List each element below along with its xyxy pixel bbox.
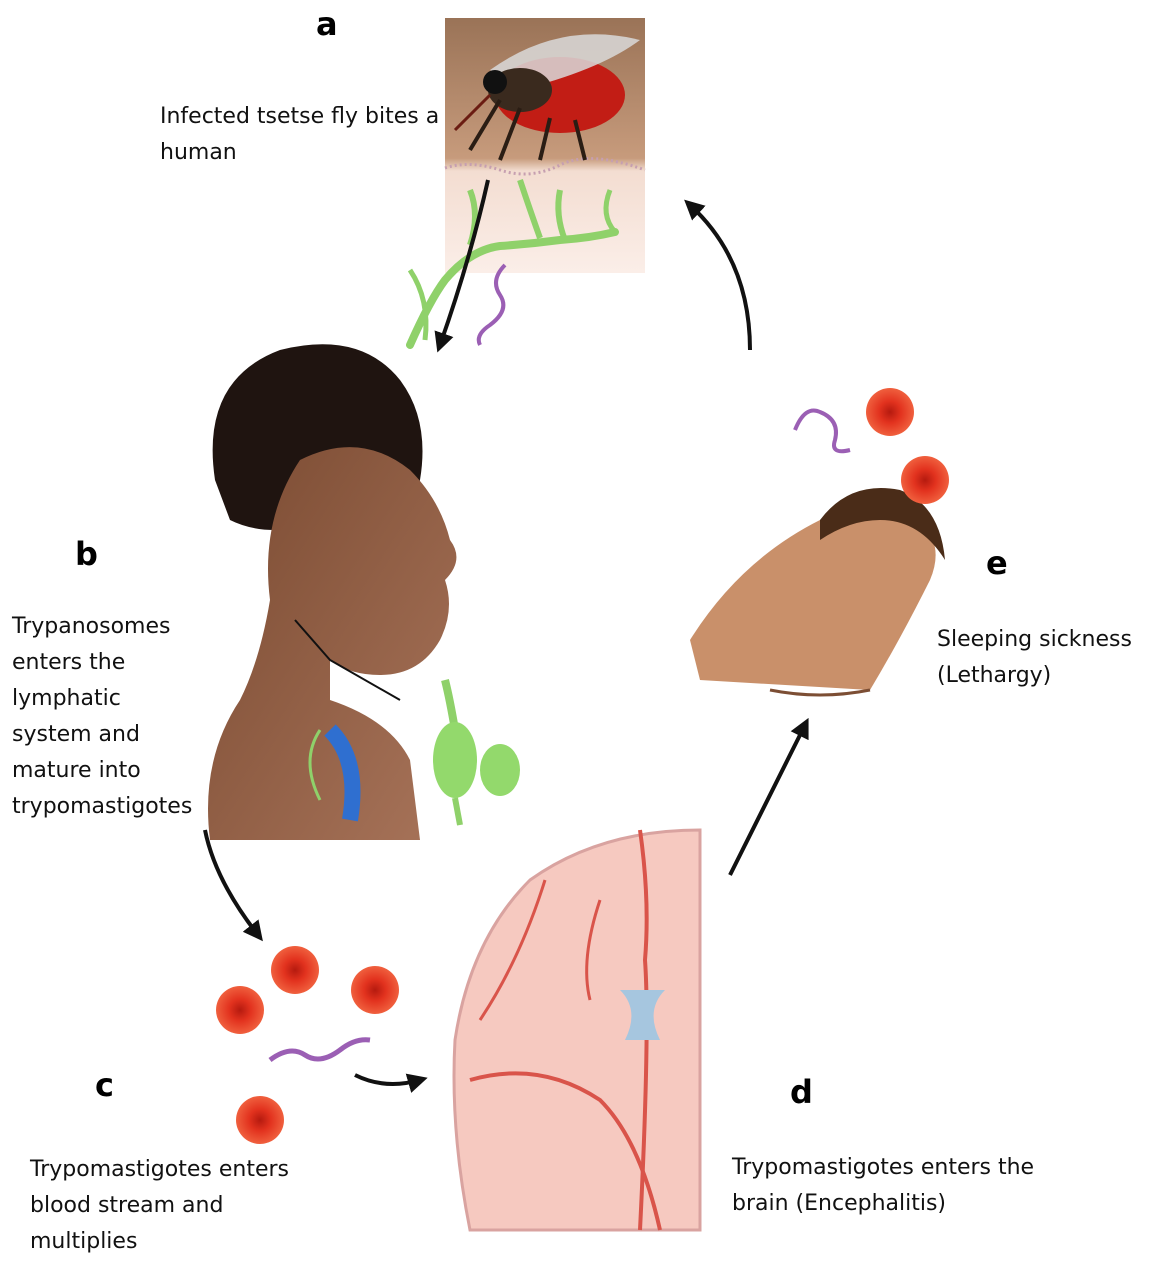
stage-label-d: d xyxy=(790,1076,813,1108)
stage-caption-d: Trypomastigotes enters the brain (Enceph… xyxy=(732,1150,1034,1222)
red-blood-cell-icon xyxy=(866,388,949,504)
stage-caption-e: Sleeping sickness (Lethargy) xyxy=(937,622,1132,694)
woman-profile-icon xyxy=(208,344,456,840)
stage-label-a: a xyxy=(316,8,338,40)
caption-line: (Lethargy) xyxy=(937,658,1132,694)
caption-line: Sleeping sickness xyxy=(937,622,1132,658)
trypanosome-icon xyxy=(795,410,850,451)
caption-line: Trypomastigotes enters the xyxy=(732,1150,1034,1186)
trypanosome-icon xyxy=(270,1040,370,1060)
stage-label-e: e xyxy=(986,547,1008,579)
caption-line: mature into xyxy=(12,753,192,789)
caption-line: Trypanosomes xyxy=(12,609,192,645)
caption-line: brain (Encephalitis) xyxy=(732,1186,1034,1222)
caption-line: trypomastigotes xyxy=(12,789,192,825)
cycle-arrow-icon xyxy=(690,205,750,350)
stage-label-c: c xyxy=(95,1069,114,1101)
caption-line: multiplies xyxy=(30,1224,289,1260)
caption-line: system and xyxy=(12,717,192,753)
caption-line: human xyxy=(160,135,439,171)
caption-line: blood stream and xyxy=(30,1188,289,1224)
lymph-node-icon xyxy=(433,680,520,825)
caption-line: enters the xyxy=(12,645,192,681)
caption-line: Infected tsetse fly bites a xyxy=(160,99,439,135)
stage-caption-c: Trypomastigotes enters blood stream and … xyxy=(30,1152,289,1260)
caption-line: Trypomastigotes enters xyxy=(30,1152,289,1188)
caption-line: lymphatic xyxy=(12,681,192,717)
sleeping-child-icon xyxy=(690,488,945,695)
stage-caption-a: Infected tsetse fly bites a human xyxy=(160,99,439,171)
brain-section-icon xyxy=(454,830,700,1230)
cycle-arrow-icon xyxy=(205,830,258,935)
cycle-arrow-icon xyxy=(730,725,805,875)
stage-caption-b: Trypanosomes enters the lymphatic system… xyxy=(12,609,192,825)
trypanosome-icon xyxy=(479,265,505,345)
red-blood-cell-icon xyxy=(216,946,399,1144)
stage-label-b: b xyxy=(75,538,98,570)
cycle-arrow-icon xyxy=(355,1075,420,1084)
